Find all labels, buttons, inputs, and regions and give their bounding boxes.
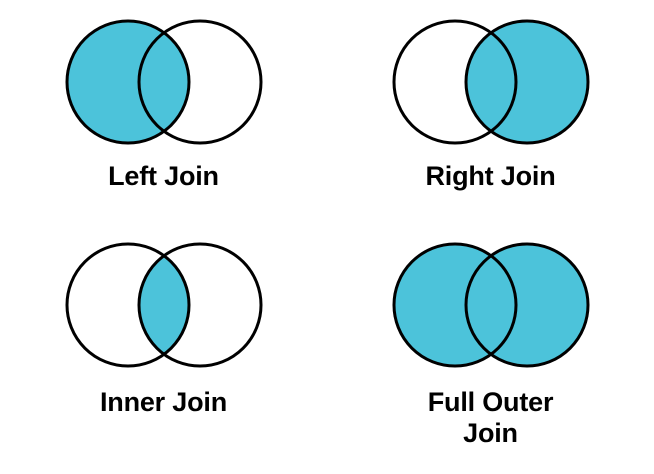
venn-left-join — [59, 14, 269, 150]
intersection-fill — [465, 244, 516, 366]
right-circle-outline — [464, 242, 589, 368]
right-circle-outline — [137, 242, 262, 368]
venn-diagram-inner-join — [65, 242, 262, 368]
venn-diagram-right-join — [392, 19, 589, 145]
intersection-fill — [138, 21, 189, 143]
label-full-outer-join: Full Outer Join — [427, 387, 554, 449]
left-circle-outline — [65, 19, 190, 145]
panel-right-join: Right Join — [327, 0, 654, 218]
venn-full-outer-join — [386, 237, 596, 373]
venn-diagram-full-outer-join — [392, 242, 589, 368]
panel-left-join: Left Join — [0, 0, 327, 218]
left-circle-outline — [392, 19, 517, 145]
venn-diagram-left-join — [65, 19, 262, 145]
panel-full-outer-join: Full Outer Join — [327, 218, 654, 474]
venn-inner-join — [59, 237, 269, 373]
right-circle-outline — [464, 19, 589, 145]
left-circle-outline — [65, 242, 190, 368]
right-circle-outline — [137, 19, 262, 145]
left-circle-outline — [392, 242, 517, 368]
panel-inner-join: Inner Join — [0, 218, 327, 474]
label-left-join: Left Join — [108, 161, 219, 191]
intersection-fill — [465, 21, 516, 143]
intersection-fill — [138, 244, 189, 366]
label-right-join: Right Join — [425, 161, 556, 191]
label-inner-join: Inner Join — [99, 387, 227, 417]
venn-right-join — [386, 14, 596, 150]
